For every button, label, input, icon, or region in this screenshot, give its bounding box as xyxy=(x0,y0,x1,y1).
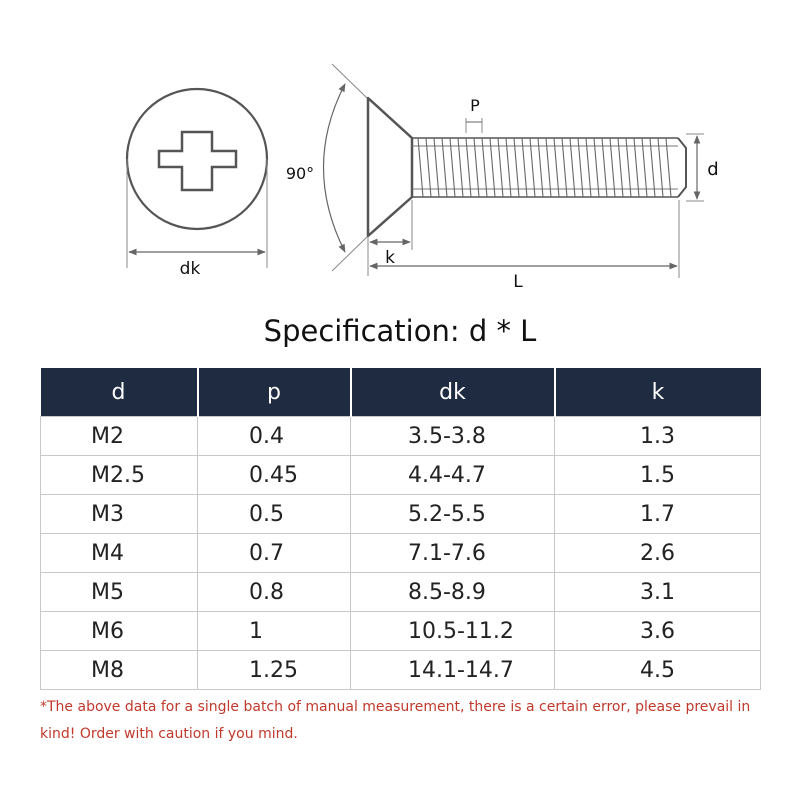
cell-d: M2 xyxy=(40,416,198,456)
thread-crest-line xyxy=(513,137,520,198)
thread-crest-line xyxy=(449,137,456,198)
cell-k: 3.6 xyxy=(554,611,761,651)
cell-k: 4.5 xyxy=(554,650,761,690)
thread-crest-line xyxy=(417,137,424,198)
thread-crest-line xyxy=(625,137,632,198)
measurement-disclaimer: *The above data for a single batch of ma… xyxy=(40,699,751,742)
cell-p: 0.4 xyxy=(197,416,351,456)
cell-d: M2.5 xyxy=(40,455,198,495)
thread-crest-line xyxy=(577,137,584,198)
table-row: M3 0.5 5.2-5.5 1.7 xyxy=(40,494,761,534)
thread-crest-line xyxy=(553,137,560,198)
screw-head-side xyxy=(366,96,414,238)
cell-d: M4 xyxy=(40,533,198,573)
d-label: d xyxy=(707,159,718,180)
cell-d: M8 xyxy=(40,650,198,690)
thread-lines xyxy=(417,137,672,198)
angle-extension-upper xyxy=(331,63,369,100)
screw-thread xyxy=(412,137,687,198)
angle-arc xyxy=(322,83,346,253)
thread-crest-line xyxy=(561,137,568,198)
table-row: M2.5 0.45 4.4-4.7 1.5 xyxy=(40,455,761,495)
cell-k: 1.7 xyxy=(554,494,761,534)
cell-d: M6 xyxy=(40,611,198,651)
thread-crest-line xyxy=(433,137,440,198)
cell-p: 1 xyxy=(197,611,351,651)
angle-dimension: 90° xyxy=(286,63,369,272)
thread-crest-line xyxy=(601,137,608,198)
thread-crest-line xyxy=(529,137,536,198)
diameter-dimension: d xyxy=(686,133,719,202)
cell-k: 1.5 xyxy=(554,455,761,495)
angle-label: 90° xyxy=(286,164,314,183)
cell-dk: 8.5-8.9 xyxy=(350,572,555,612)
thread-crest-line xyxy=(457,137,464,198)
thread-crest-line xyxy=(465,137,472,198)
thread-crest-line xyxy=(505,137,512,198)
thread-crest-line xyxy=(521,137,528,198)
thread-crest-line xyxy=(497,137,504,198)
specification-table: d p dk k M2 0.4 3.5-3.8 1.3 M2.5 0.45 4.… xyxy=(40,368,761,690)
cell-k: 3.1 xyxy=(554,572,761,612)
column-header-d: d xyxy=(40,368,198,417)
thread-crest-line xyxy=(657,137,664,198)
k-dimension: k xyxy=(367,200,413,276)
column-header-dk: dk xyxy=(349,368,555,417)
thread-crest-line xyxy=(617,137,624,198)
thread-crest-line xyxy=(537,137,544,198)
cell-k: 2.6 xyxy=(554,533,761,573)
column-header-p: p xyxy=(196,368,351,417)
cell-d: M3 xyxy=(40,494,198,534)
cell-dk: 14.1-14.7 xyxy=(350,650,555,690)
head-circle xyxy=(125,87,269,231)
k-label: k xyxy=(385,248,395,268)
head-top-view: dk xyxy=(125,87,269,279)
cell-p: 0.7 xyxy=(197,533,351,573)
cell-dk: 7.1-7.6 xyxy=(350,533,555,573)
dk-label: dk xyxy=(180,259,201,279)
thread-crest-line xyxy=(425,137,432,198)
thread-crest-line xyxy=(585,137,592,198)
thread-tip xyxy=(677,137,687,198)
thread-crest-line xyxy=(489,137,496,198)
column-header-k: k xyxy=(553,368,761,417)
thread-crest-line xyxy=(545,137,552,198)
thread-crest-line xyxy=(649,137,656,198)
p-label: P xyxy=(470,96,480,115)
cell-dk: 5.2-5.5 xyxy=(350,494,555,534)
thread-crest-line xyxy=(633,137,640,198)
cell-k: 1.3 xyxy=(554,416,761,456)
cell-dk: 4.4-4.7 xyxy=(350,455,555,495)
cell-d: M5 xyxy=(40,572,198,612)
table-row: M2 0.4 3.5-3.8 1.3 xyxy=(40,416,761,456)
thread-crest-line xyxy=(473,137,480,198)
thread-crest-line xyxy=(665,137,672,198)
cell-p: 0.45 xyxy=(197,455,351,495)
thread-crest-line xyxy=(481,137,488,198)
L-label: L xyxy=(513,272,523,292)
cell-dk: 10.5-11.2 xyxy=(350,611,555,651)
phillips-cross-icon xyxy=(157,130,238,192)
length-dimension: L xyxy=(369,200,680,292)
angle-extension-lower xyxy=(331,235,369,272)
thread-crest-line xyxy=(569,137,576,198)
cell-p: 0.8 xyxy=(197,572,351,612)
table-row: M5 0.8 8.5-8.9 3.1 xyxy=(40,572,761,612)
thread-crest-line xyxy=(641,137,648,198)
thread-crest-line xyxy=(593,137,600,198)
table-row: M8 1.25 14.1-14.7 4.5 xyxy=(40,650,761,690)
pitch-dimension: P xyxy=(465,96,483,133)
table-row: M4 0.7 7.1-7.6 2.6 xyxy=(40,533,761,573)
thread-crest-line xyxy=(441,137,448,198)
table-header-row: d p dk k xyxy=(40,368,761,417)
screw-dimension-diagram: dk 90° P d k xyxy=(125,63,719,292)
table-row: M6 1 10.5-11.2 3.6 xyxy=(40,611,761,651)
thread-crest-line xyxy=(609,137,616,198)
cell-dk: 3.5-3.8 xyxy=(350,416,555,456)
specification-title: Specification: d * L xyxy=(263,314,537,348)
cell-p: 1.25 xyxy=(197,650,351,690)
cell-p: 0.5 xyxy=(197,494,351,534)
